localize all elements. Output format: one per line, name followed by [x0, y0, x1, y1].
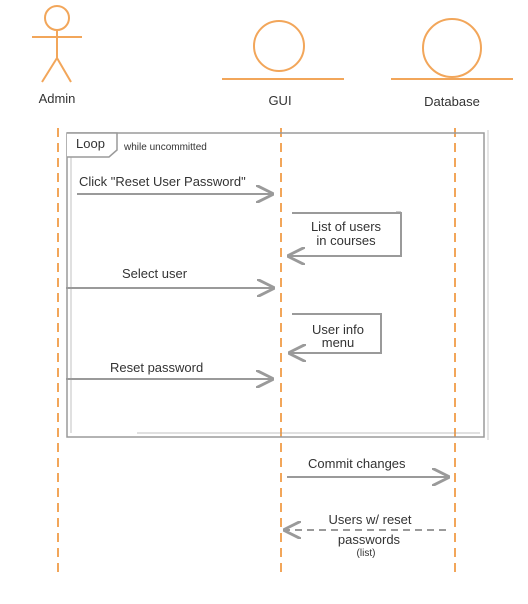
message-label-line1: List of users: [311, 219, 382, 234]
gui-label: GUI: [268, 93, 291, 108]
message-label: Commit changes: [308, 456, 406, 471]
database-label: Database: [424, 94, 480, 109]
loop-label-tab: [67, 132, 118, 158]
admin-label: Admin: [39, 91, 76, 106]
database-entity-icon: [391, 18, 513, 80]
message-label-line2: passwords: [338, 532, 401, 547]
loop-frame: Loop while uncommitted: [66, 130, 489, 440]
message-users-reset-passwords: Users w/ reset passwords (list): [285, 512, 446, 559]
message-label-line1: User info: [312, 322, 364, 337]
self-message-list-of-users: List of users in courses: [289, 211, 402, 256]
admin-actor-icon: [32, 5, 82, 83]
loop-guard: while uncommitted: [123, 142, 207, 153]
self-message-arrow: [289, 212, 402, 256]
gui-boundary-icon: [222, 20, 344, 80]
message-label: Click "Reset User Password": [79, 174, 246, 189]
message-click-reset: Click "Reset User Password": [77, 174, 272, 194]
message-note: (list): [357, 548, 376, 559]
message-select-user: Select user: [66, 266, 273, 288]
message-label-line2: in courses: [316, 233, 376, 248]
message-label: Reset password: [110, 360, 203, 375]
message-reset-password: Reset password: [66, 360, 272, 379]
loop-keyword: Loop: [76, 136, 105, 151]
message-label: Select user: [122, 266, 188, 281]
message-label-line2: menu: [322, 335, 355, 350]
message-commit-changes: Commit changes: [287, 456, 448, 477]
message-label-line1: Users w/ reset: [328, 512, 411, 527]
self-message-user-info-menu: User info menu: [290, 313, 382, 353]
self-message-arrow: [290, 313, 382, 353]
